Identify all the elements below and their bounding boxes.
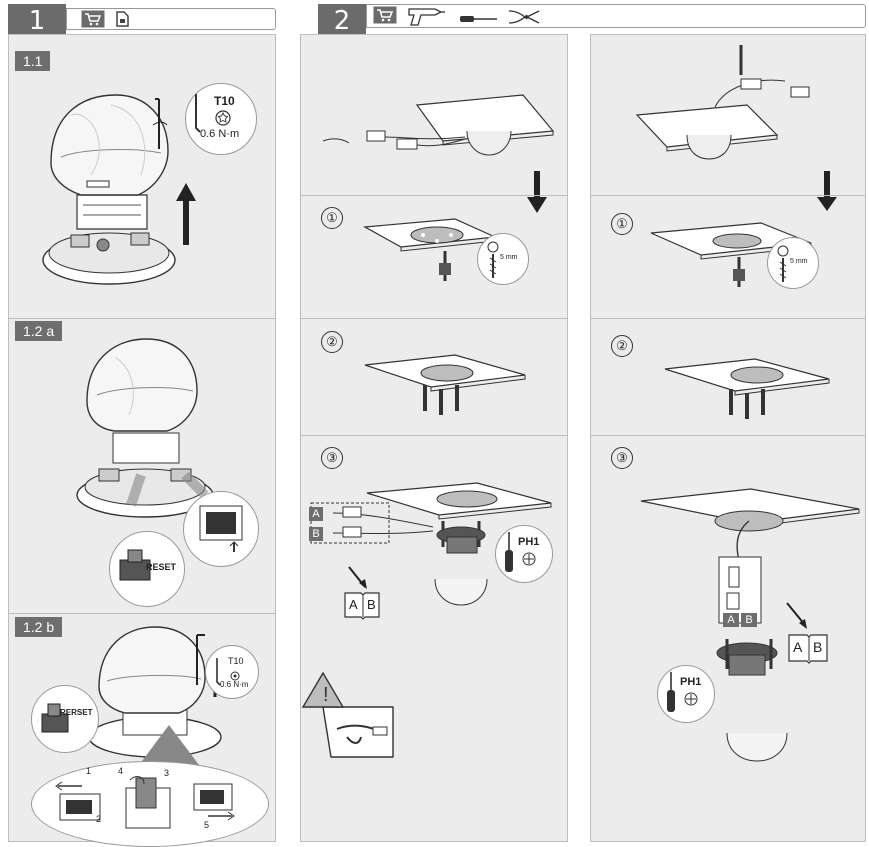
cable-label-b: B <box>741 613 757 627</box>
sequence-number: 2 <box>96 814 102 824</box>
section-divider <box>591 195 865 196</box>
substep-1-number: ① <box>321 207 343 229</box>
manual-icon <box>343 591 381 624</box>
panel-disassembly: 1.1 <box>8 34 279 847</box>
section-divider <box>9 613 275 614</box>
section-divider <box>301 318 567 319</box>
manual-label-b: B <box>367 597 376 612</box>
screwdriver-icon <box>504 532 514 581</box>
torque-value-label: 0.6 N·m <box>220 680 249 689</box>
cable-label-b: B <box>309 527 323 541</box>
sd-slot-icon <box>198 504 244 559</box>
cable-label-a: A <box>309 507 323 521</box>
torque-tool-label: T10 <box>214 94 235 108</box>
sd-card-remove-step-1 <box>52 780 104 831</box>
torx-icon <box>230 668 240 686</box>
drill-icon <box>403 5 445 32</box>
sd-card-close-step <box>188 778 240 827</box>
step-1-header-bar <box>66 8 276 30</box>
section-divider <box>301 195 567 196</box>
screwdriver-callout: PH1 <box>657 665 715 723</box>
dome-camera-reset-illustration <box>75 335 265 540</box>
manual-label-b: B <box>813 639 823 655</box>
hex-key-icon <box>190 94 202 139</box>
substep-3-number: ③ <box>321 447 343 469</box>
sd-slot-callout <box>183 491 259 567</box>
screwdriver-callout: PH1 <box>495 525 553 583</box>
section-label-1-2b: 1.2 b <box>15 617 63 637</box>
reset-callout-b: RERSET <box>31 685 99 753</box>
drill-bit-callout: 5 mm <box>477 233 529 285</box>
camera-mount-illustration <box>637 481 861 796</box>
sequence-number: 5 <box>204 820 210 830</box>
ceiling-anchors-illustration <box>661 345 841 430</box>
section-label-1-1: 1.1 <box>15 51 51 71</box>
step-2-badge: 2 <box>318 4 366 38</box>
ceiling-drill-illustration <box>361 207 501 292</box>
ceiling-anchors-illustration <box>361 341 531 426</box>
torx-icon <box>215 110 231 131</box>
reset-button-callout: RESET <box>109 531 185 607</box>
drill-bit-icon <box>776 244 790 289</box>
manual-icon <box>787 633 829 668</box>
sequence-number: 3 <box>164 768 170 778</box>
torque-value-label: 0.6 N·m <box>200 128 240 140</box>
section-divider <box>591 435 865 436</box>
panel-installation-side-entry: ① 5 mm ② ③ <box>300 34 568 842</box>
reset-button-icon <box>40 702 70 741</box>
step-2-header-bar <box>366 4 866 28</box>
step-1-badge: 1 <box>8 4 66 38</box>
drill-size-label: 5 mm <box>790 258 808 265</box>
camera-overview-illustration <box>317 75 557 220</box>
drill-bit-callout: 5 mm <box>767 237 819 289</box>
section-label-1-2a: 1.2 a <box>15 321 63 341</box>
phillips-icon <box>684 692 698 711</box>
torque-tool-label: T10 <box>228 656 244 666</box>
torque-callout-1: T10 0.6 N·m <box>185 83 257 155</box>
sd-card-insert-step <box>120 774 180 843</box>
dome-camera-opened-illustration <box>41 85 241 300</box>
sequence-number: 4 <box>118 766 124 776</box>
screwdriver-icon <box>666 672 676 721</box>
torque-callout-2: T10 0.6 N·m <box>205 645 259 699</box>
reset-button-icon <box>118 546 152 591</box>
pliers-icon <box>507 7 541 32</box>
substep-3-number: ③ <box>611 447 633 469</box>
section-divider <box>9 318 275 319</box>
camera-overview-illustration <box>631 41 851 216</box>
cart-icon <box>373 6 397 29</box>
svg-text:!: ! <box>323 684 329 706</box>
drill-size-label: 5 mm <box>500 254 518 261</box>
callout-pointer <box>139 725 199 770</box>
manual-label-a: A <box>793 639 803 655</box>
section-divider <box>301 435 567 436</box>
drill-bit-icon <box>486 240 500 285</box>
warning-cable-illustration: ! <box>301 671 403 768</box>
phillips-icon <box>522 552 536 571</box>
cart-icon <box>81 10 105 33</box>
sd-card-sequence-callout: 1 2 3 4 5 <box>31 761 269 847</box>
sd-card-icon <box>115 11 129 32</box>
hex-key-icon <box>212 658 222 691</box>
camera-mount-illustration <box>307 475 561 620</box>
screwdriver-label: PH1 <box>518 536 540 548</box>
manual-label-a: A <box>349 597 358 612</box>
dome-camera-sd-illustration <box>79 617 279 772</box>
sequence-number: 1 <box>86 766 92 776</box>
substep-1-number: ① <box>611 213 633 235</box>
reset-label: RERSET <box>60 708 93 717</box>
substep-2-number: ② <box>611 335 633 357</box>
substep-2-number: ② <box>321 331 343 353</box>
cable-label-a: A <box>723 613 739 627</box>
section-divider <box>591 318 865 319</box>
reset-label: RESET <box>146 562 177 572</box>
screwdriver-icon <box>459 11 499 29</box>
panel-installation-top-entry: ① 5 mm ② ③ <box>590 34 866 842</box>
screwdriver-label: PH1 <box>680 676 702 688</box>
